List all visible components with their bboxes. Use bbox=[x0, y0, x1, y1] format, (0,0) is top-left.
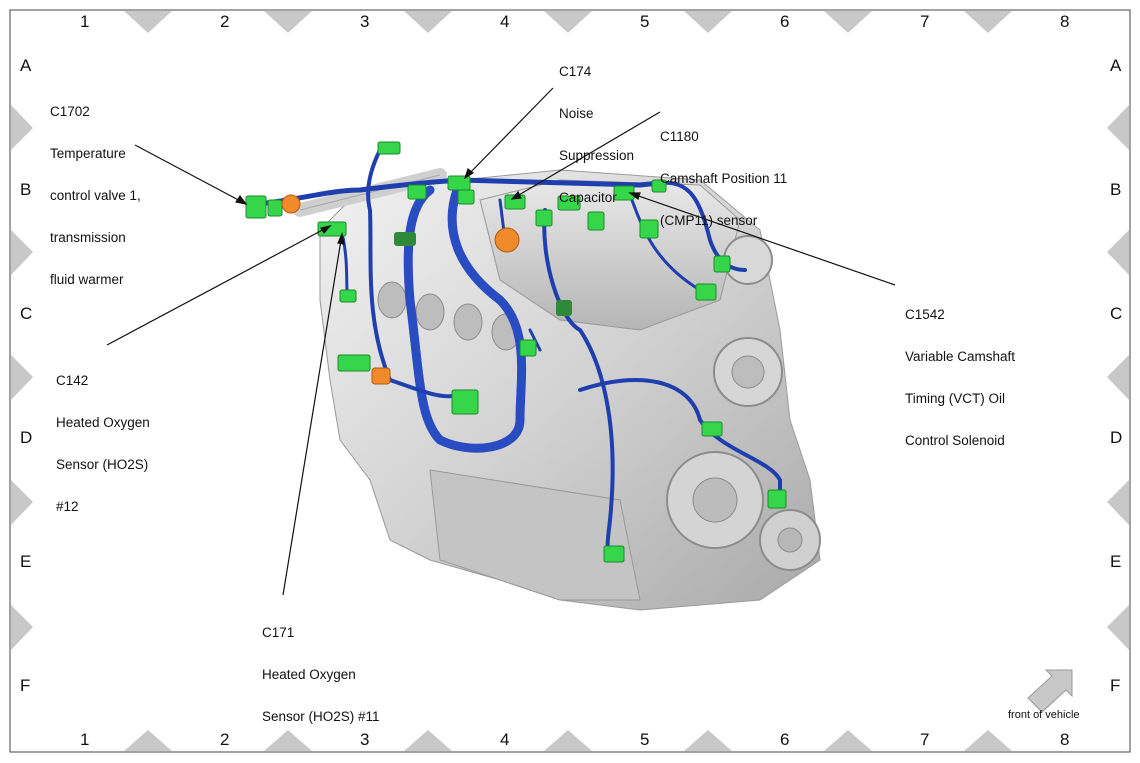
callout-line: Heated Oxygen bbox=[56, 415, 150, 430]
callout-line: C174 bbox=[559, 64, 592, 79]
callout-c1542: C1542 Variable Camshaft Timing (VCT) Oil… bbox=[905, 280, 1015, 462]
grid-row-left-f: F bbox=[20, 676, 31, 695]
orange-components bbox=[281, 194, 520, 385]
grid-row-left-e: E bbox=[20, 552, 32, 571]
callout-c174: C174 Noise Suppression Capacitor bbox=[559, 37, 634, 219]
callout-line: Camshaft Position 11 bbox=[660, 171, 788, 186]
front-of-vehicle-label: front of vehicle bbox=[1008, 709, 1080, 721]
callout-line: Suppression bbox=[559, 148, 635, 163]
callout-line: Sensor (HO2S) #11 bbox=[262, 709, 380, 724]
grid-row-right-a: A bbox=[1110, 56, 1122, 75]
grid-row-right-d: D bbox=[1110, 428, 1123, 447]
grid-row-left-b: B bbox=[20, 180, 32, 199]
grid-col-bottom-3: 3 bbox=[360, 730, 370, 749]
grid-row-left-c: C bbox=[20, 304, 33, 323]
callout-line: Timing (VCT) Oil bbox=[905, 391, 1005, 406]
grid-col-top-8: 8 bbox=[1060, 12, 1070, 31]
grid-col-top-2: 2 bbox=[220, 12, 230, 31]
callout-line: C142 bbox=[56, 373, 89, 388]
grid-col-bottom-5: 5 bbox=[640, 730, 650, 749]
callout-line: Temperature bbox=[50, 146, 126, 161]
callout-line: Noise bbox=[559, 106, 594, 121]
grid-col-top-3: 3 bbox=[360, 12, 370, 31]
callout-c1180: C1180 Camshaft Position 11 (CMP11) senso… bbox=[660, 102, 787, 242]
grid-col-top-6: 6 bbox=[780, 12, 790, 31]
grid-col-bottom-4: 4 bbox=[500, 730, 510, 749]
grid-row-right-c: C bbox=[1110, 304, 1123, 323]
leader-lines bbox=[106, 87, 896, 596]
callout-c171: C171 Heated Oxygen Sensor (HO2S) #11 bbox=[262, 598, 380, 738]
wiring-harness bbox=[247, 148, 782, 558]
callout-line: control valve 1, bbox=[50, 188, 141, 203]
dark-connectors bbox=[394, 232, 572, 316]
grid-col-bottom-2: 2 bbox=[220, 730, 230, 749]
callout-line: (CMP11) sensor bbox=[660, 213, 758, 228]
grid-col-top-5: 5 bbox=[640, 12, 650, 31]
grid-col-top-1: 1 bbox=[80, 12, 90, 31]
callout-c142: C142 Heated Oxygen Sensor (HO2S) #12 bbox=[56, 346, 150, 528]
connectors bbox=[245, 141, 787, 563]
grid-col-bottom-6: 6 bbox=[780, 730, 790, 749]
grid-col-top-4: 4 bbox=[500, 12, 510, 31]
callout-line: Capacitor bbox=[559, 190, 617, 205]
callout-c1702: C1702 Temperature control valve 1, trans… bbox=[50, 77, 141, 301]
grid-row-right-b: B bbox=[1110, 180, 1122, 199]
grid-col-top-7: 7 bbox=[920, 12, 930, 31]
callout-line: Sensor (HO2S) bbox=[56, 457, 149, 472]
frame-border bbox=[9, 9, 1131, 753]
grid-col-bottom-1: 1 bbox=[80, 730, 90, 749]
grid-row-right-f: F bbox=[1110, 676, 1121, 695]
grid-row-left-a: A bbox=[20, 56, 32, 75]
callout-line: transmission bbox=[50, 230, 126, 245]
callout-line: C1180 bbox=[660, 129, 699, 144]
callout-line: Control Solenoid bbox=[905, 433, 1005, 448]
callout-line: C1702 bbox=[50, 104, 90, 119]
callout-line: C171 bbox=[262, 625, 295, 640]
callout-line: C1542 bbox=[905, 307, 945, 322]
grid-col-bottom-7: 7 bbox=[920, 730, 930, 749]
grid-markers bbox=[11, 11, 1129, 751]
grid-row-right-e: E bbox=[1110, 552, 1122, 571]
callout-line: #12 bbox=[56, 499, 79, 514]
grid-row-left-d: D bbox=[20, 428, 33, 447]
grid-col-bottom-8: 8 bbox=[1060, 730, 1070, 749]
arrow-up-right-icon bbox=[1027, 669, 1073, 713]
callout-line: Heated Oxygen bbox=[262, 667, 356, 682]
callout-line: fluid warmer bbox=[50, 272, 124, 287]
callout-line: Variable Camshaft bbox=[905, 349, 1016, 364]
